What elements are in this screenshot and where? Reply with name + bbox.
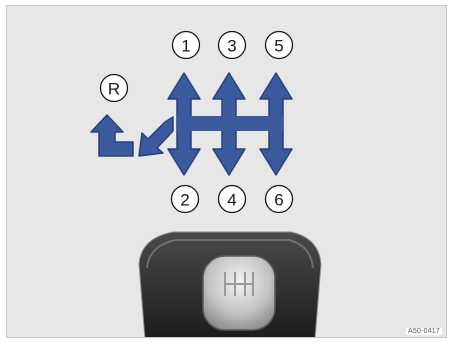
gear-lever-illustration — [139, 232, 321, 338]
diagram-frame: R 1 3 5 2 4 6 — [6, 5, 447, 338]
gear-label-3: 3 — [227, 37, 236, 56]
gear-marker-5: 5 — [266, 32, 293, 59]
gear-label-1: 1 — [181, 37, 190, 56]
gear-marker-3: 3 — [219, 32, 246, 59]
gear-knob — [203, 256, 275, 330]
gear-label-4: 4 — [227, 191, 236, 210]
shift-pattern-diagram: R 1 3 5 2 4 6 — [7, 6, 447, 338]
reverse-gear-label: R — [108, 80, 120, 99]
gear-marker-2: 2 — [172, 186, 199, 213]
reverse-gear-marker: R — [101, 75, 128, 102]
gear-label-2: 2 — [180, 191, 189, 210]
figure-reference-code: A50-0417 — [406, 328, 442, 335]
reverse-gear-arrow — [91, 115, 133, 156]
gear-marker-6: 6 — [266, 186, 293, 213]
gear-label-5: 5 — [274, 37, 283, 56]
gear-marker-4: 4 — [219, 186, 246, 213]
neutral-crossbar — [177, 116, 283, 131]
gear-marker-1: 1 — [173, 32, 200, 59]
gear-label-6: 6 — [274, 191, 283, 210]
